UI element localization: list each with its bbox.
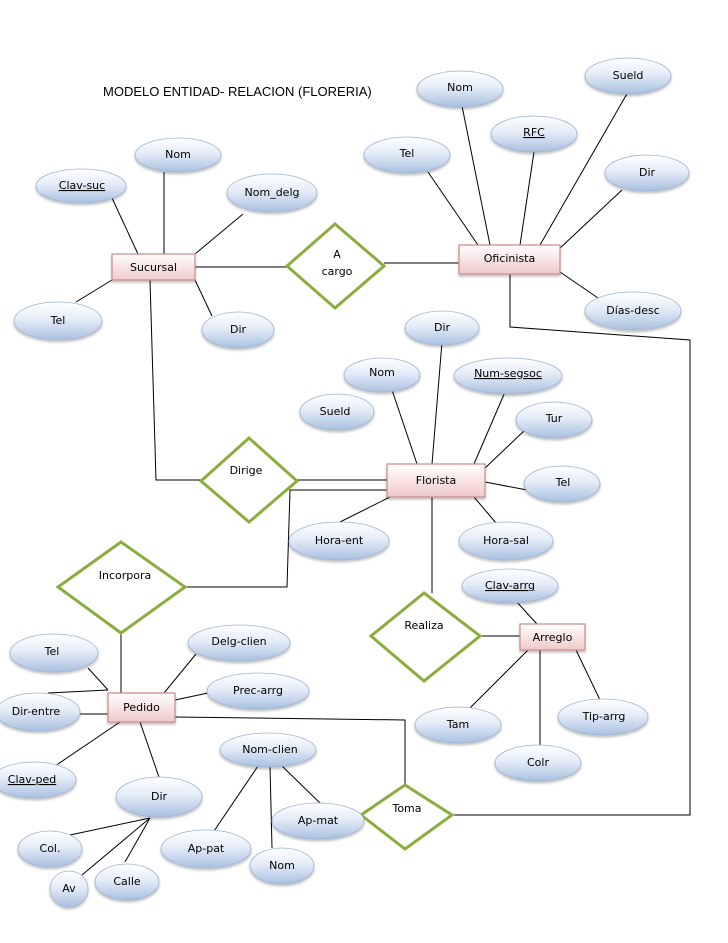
- entity-oficinista: Oficinista: [458, 244, 561, 275]
- attributes: Clav-suc Nom Nom_delg Tel Dir Nom Sueld: [0, 57, 690, 908]
- relationship-label: Dirige: [230, 464, 263, 477]
- attribute-sueld: Sueld: [584, 57, 672, 95]
- attribute-rfc: RFC: [490, 115, 578, 153]
- attribute-dir: Dir: [404, 310, 480, 346]
- attribute-label: RFC: [523, 126, 545, 139]
- attribute-nom: Nom: [249, 847, 315, 885]
- attribute-label: Av: [62, 882, 76, 895]
- attribute-clav-suc: Clav-suc: [35, 168, 127, 204]
- attribute-label: Tel: [50, 314, 66, 327]
- attribute-clav-arrg: Clav-arrg: [461, 568, 559, 604]
- attribute-nom: Nom: [416, 70, 504, 108]
- entity-label: Florista: [416, 474, 456, 487]
- attribute-label: Tip-arrg: [582, 710, 626, 723]
- attribute-ap-mat: Ap-mat: [271, 802, 365, 840]
- attribute-tip-arrg: Tip-arrg: [557, 698, 649, 736]
- attribute-label: Nom: [447, 81, 473, 94]
- attribute-sueld: Sueld: [299, 393, 375, 431]
- attribute-label: Dir: [639, 166, 656, 179]
- relationship-dirige: Dirige: [198, 435, 300, 524]
- attribute-label: Prec-arrg: [233, 684, 283, 697]
- connector-lines: [47, 91, 691, 876]
- attribute-label: Clav-suc: [59, 179, 105, 192]
- attribute-dir: Dir: [604, 154, 690, 192]
- relationship-label: Realiza: [404, 619, 443, 632]
- relationship-label-line2: cargo: [322, 265, 353, 278]
- attribute-tel: Tel: [13, 301, 103, 341]
- attribute-label: Colr: [527, 756, 549, 769]
- attribute-delg-clien: Delg-clien: [187, 624, 291, 662]
- relationship-a-cargo: A cargo: [284, 222, 387, 310]
- attribute-label: Tel: [555, 476, 571, 489]
- attribute-calle: Calle: [94, 863, 160, 901]
- entity-label: Sucursal: [130, 261, 177, 274]
- attribute-clav-ped: Clav-ped: [0, 761, 77, 799]
- attribute-label: Delg-clien: [211, 635, 266, 648]
- attribute-label: Nom: [369, 366, 395, 379]
- entity-florista: Florista: [386, 463, 486, 498]
- attribute-prec-arrg: Prec-arrg: [206, 672, 310, 710]
- attribute-col: Col.: [17, 830, 83, 868]
- attribute-nom-delg: Nom_delg: [226, 173, 318, 213]
- attribute-label: Dir: [151, 790, 168, 803]
- attribute-tur: Tur: [515, 401, 593, 439]
- attribute-label: Col.: [40, 842, 61, 855]
- attribute-label: Calle: [113, 875, 141, 888]
- attribute-tel: Tel: [363, 136, 451, 174]
- attribute-nom-clien: Nom-clien: [219, 732, 317, 768]
- attribute-nom: Nom: [134, 137, 222, 173]
- attribute-ap-pat: Ap-pat: [160, 829, 252, 869]
- entity-sucursal: Sucursal: [111, 253, 196, 281]
- attribute-dir: Dir: [115, 776, 203, 818]
- attribute-label: Dir-entre: [12, 705, 61, 718]
- attribute-label: Nom: [269, 859, 295, 872]
- attribute-label: Ap-mat: [298, 814, 339, 827]
- attribute-dir-entre: Dir-entre: [0, 692, 81, 732]
- attribute-label: Dir: [434, 321, 451, 334]
- attribute-tel: Tel: [523, 465, 601, 503]
- attribute-label: Sueld: [613, 69, 644, 82]
- entity-label: Pedido: [123, 701, 160, 714]
- entity-label: Arreglo: [533, 631, 573, 644]
- attribute-label: Sueld: [320, 405, 351, 418]
- attribute-label: Clav-arrg: [485, 579, 535, 592]
- attribute-tam: Tam: [414, 706, 502, 744]
- attribute-label: Nom_delg: [245, 186, 300, 199]
- attribute-label: Hora-sal: [483, 534, 529, 547]
- relationship-label: Incorpora: [99, 569, 152, 582]
- attribute-label: Tel: [399, 147, 415, 160]
- relationship-label-line1: A: [333, 248, 341, 261]
- attribute-label: Hora-ent: [315, 534, 364, 547]
- attribute-label: Nom: [165, 148, 191, 161]
- entity-arreglo: Arreglo: [519, 623, 586, 651]
- attribute-tel: Tel: [9, 633, 99, 673]
- attribute-label: Nom-clien: [242, 743, 298, 756]
- attribute-label: Tel: [44, 645, 60, 658]
- attribute-av: Av: [49, 870, 89, 908]
- attribute-label: Num-segsoc: [474, 367, 542, 380]
- attribute-label: Dir: [230, 323, 247, 336]
- attribute-dias-desc: Días-desc: [584, 291, 682, 331]
- attribute-colr: Colr: [494, 744, 582, 782]
- entity-pedido: Pedido: [107, 692, 176, 723]
- attribute-label: Tur: [545, 412, 563, 425]
- attribute-num-segsoc: Num-segsoc: [453, 357, 563, 395]
- relationship-label: Toma: [391, 802, 421, 815]
- diagram-title: MODELO ENTIDAD- RELACION (FLORERIA): [103, 84, 372, 99]
- attribute-dir: Dir: [201, 311, 275, 349]
- entity-label: Oficinista: [484, 252, 536, 265]
- attribute-label: Ap-pat: [188, 842, 225, 855]
- attribute-label: Tam: [446, 718, 469, 731]
- attribute-label: Días-desc: [606, 304, 660, 317]
- attribute-nom: Nom: [343, 357, 421, 393]
- attribute-hora-sal: Hora-sal: [458, 521, 554, 561]
- relationship-realiza: Realiza: [368, 591, 483, 683]
- attribute-hora-ent: Hora-ent: [288, 521, 390, 561]
- relationship-toma: Toma: [358, 783, 455, 851]
- relationship-incorpora: Incorpora: [55, 540, 188, 635]
- attribute-label: Clav-ped: [8, 773, 56, 786]
